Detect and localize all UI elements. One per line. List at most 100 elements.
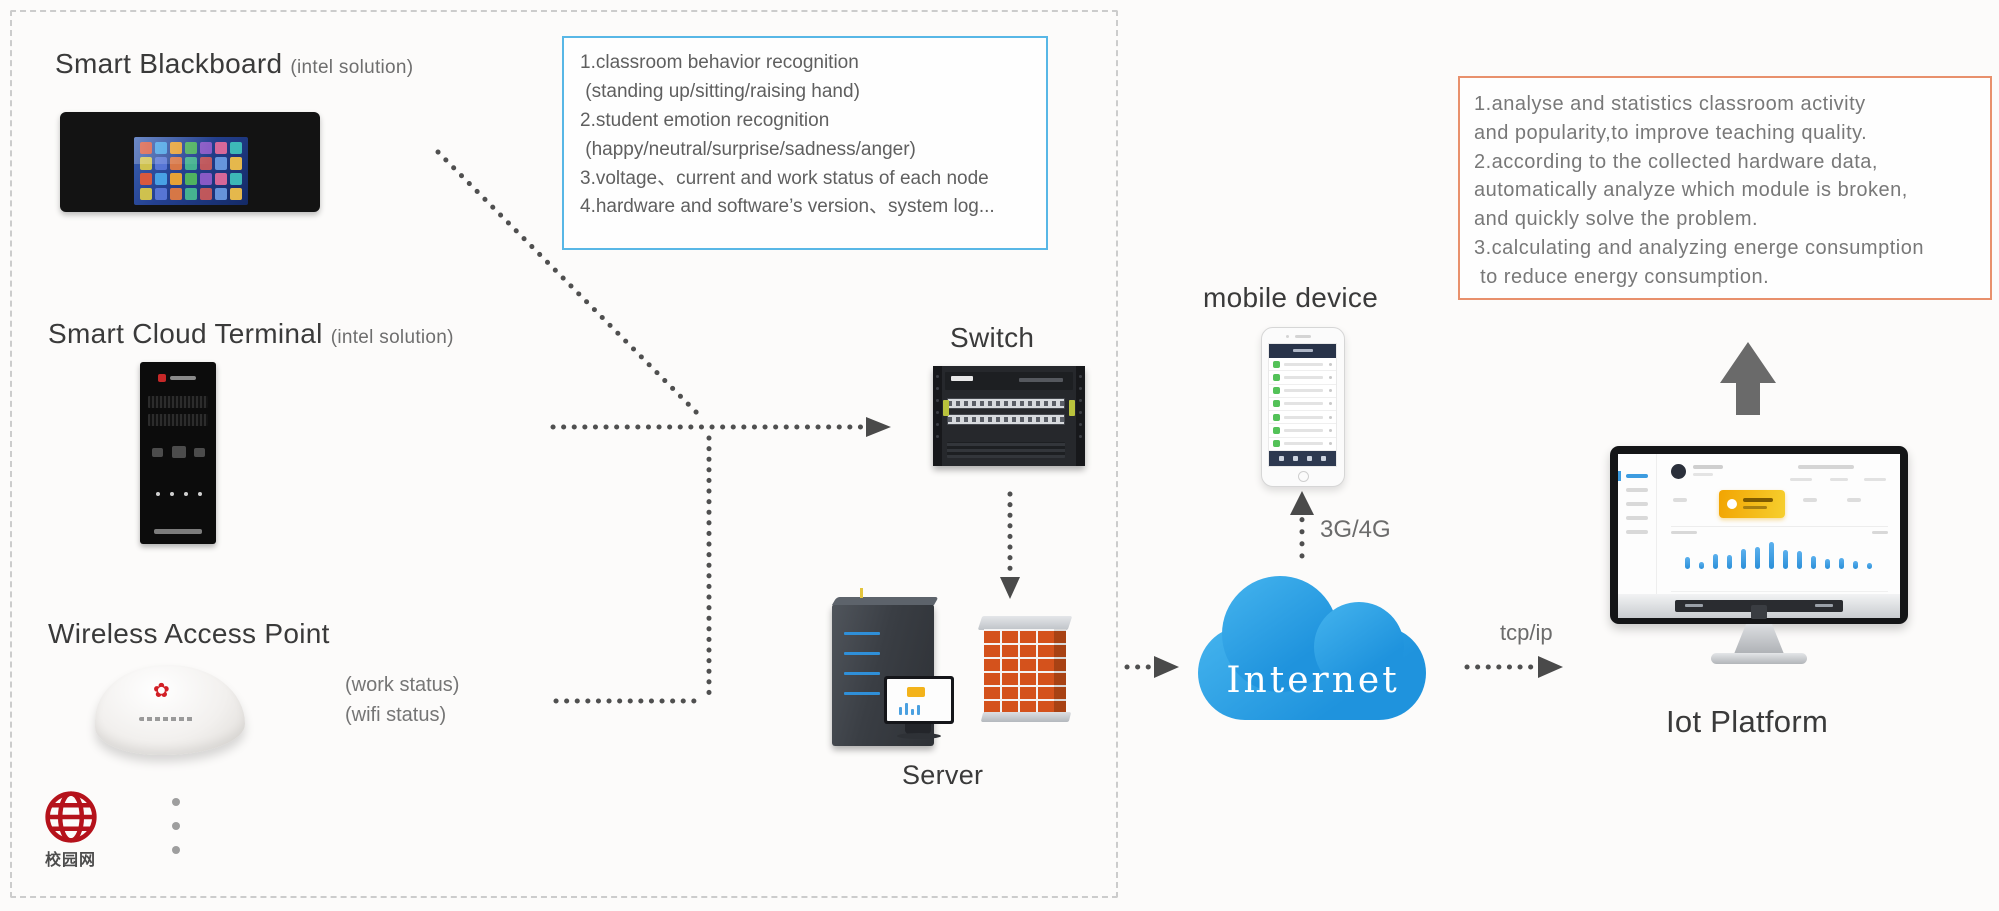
app-tile xyxy=(200,172,212,185)
monitor-base xyxy=(1711,653,1807,664)
iot-to-analysis-arrow xyxy=(1720,342,1776,415)
app-tile xyxy=(140,142,152,155)
firewall-side xyxy=(1054,629,1066,713)
blackboard-connector-line xyxy=(435,149,703,419)
feature-line: 1.classroom behavior recognition xyxy=(580,52,859,73)
app-tile xyxy=(155,142,167,155)
app-tile xyxy=(155,187,167,200)
app-tile xyxy=(155,172,167,185)
server-monitor-base xyxy=(897,733,941,739)
switch-vent xyxy=(947,442,1065,458)
server-antenna xyxy=(860,588,863,598)
app-tile xyxy=(215,142,227,155)
analysis-line: automatically analyze which module is br… xyxy=(1474,179,1908,202)
dashboard-main xyxy=(1657,454,1900,594)
feature-line: (happy/neutral/surprise/sadness/anger) xyxy=(580,138,916,160)
switch-faceplate xyxy=(945,372,1073,390)
mobile-device-label: mobile device xyxy=(1203,282,1379,313)
analysis-line: 1.analyse and statistics classroom activ… xyxy=(1474,93,1866,115)
server-led-slit xyxy=(844,672,880,675)
app-tile xyxy=(200,142,212,155)
app-tile xyxy=(200,157,212,170)
app-tile xyxy=(230,142,242,155)
feature-line: 2.student emotion recognition xyxy=(580,109,830,131)
switch-clip xyxy=(1069,400,1075,416)
smart-blackboard-title: Smart Blackboard(intel solution) xyxy=(55,48,413,80)
internet-label: Internet xyxy=(1226,660,1400,701)
chart-bar xyxy=(1713,553,1718,569)
phone-home-button xyxy=(1298,471,1309,482)
smart-blackboard-image xyxy=(60,112,320,212)
dashboard-avatar xyxy=(1671,464,1686,479)
server-monitor-image xyxy=(884,676,954,724)
phone-app-navbar xyxy=(1269,451,1336,466)
server-monitor-stand xyxy=(905,724,931,734)
classroom-boundary-box xyxy=(10,10,1118,898)
feature-line: 4.hardware and software’s version、system… xyxy=(580,196,995,218)
analysis-line: 3.calculating and analyzing energe consu… xyxy=(1474,236,1924,259)
chart-bar xyxy=(1839,557,1844,569)
analysis-line: 2.according to the collected hardware da… xyxy=(1474,150,1878,173)
arrowhead-to-iot xyxy=(1538,656,1563,678)
terminal-led xyxy=(184,492,188,496)
chart-bar xyxy=(1825,559,1830,569)
analysis-line: and quickly solve the problem. xyxy=(1474,208,1759,231)
mobile-phone-image xyxy=(1261,327,1345,487)
server-label: Server xyxy=(902,760,984,790)
iot-platform-label: Iot Platform xyxy=(1666,704,1829,739)
switch-port-row xyxy=(947,414,1065,425)
app-tile xyxy=(140,187,152,200)
phone-app-header xyxy=(1269,344,1336,358)
chart-bar xyxy=(1853,560,1858,569)
arrowhead-to-switch xyxy=(866,417,891,437)
tcp-ip-label: tcp/ip xyxy=(1500,620,1553,645)
smart-blackboard-label: Smart Blackboard xyxy=(55,48,283,79)
terminal-led xyxy=(198,492,202,496)
app-tile xyxy=(230,187,242,200)
ap-brand-icon: ✿ xyxy=(153,680,170,702)
smart-cloud-terminal-title: Smart Cloud Terminal(intel solution) xyxy=(48,318,454,350)
wireless-ap-title: Wireless Access Point xyxy=(48,618,330,650)
terminal-footer-text xyxy=(154,529,202,534)
analysis-line: and popularity,to improve teaching quali… xyxy=(1474,121,1868,144)
app-tile xyxy=(155,157,167,170)
wireless-ap-label: Wireless Access Point xyxy=(48,618,330,649)
terminal-led xyxy=(156,492,160,496)
terminal-led xyxy=(170,492,174,496)
chart-bar xyxy=(1811,555,1816,569)
phone-list-row xyxy=(1269,398,1336,412)
server-led-slit xyxy=(844,692,880,695)
blackboard-screen-sheen xyxy=(134,137,248,165)
switch-image xyxy=(933,366,1085,466)
chart-bar xyxy=(1783,549,1788,569)
node-features-box: 1.classroom behavior recognition (standi… xyxy=(562,36,1048,250)
firewall-image xyxy=(977,616,1073,724)
switch-clip xyxy=(943,400,949,416)
campus-network-label: 校园网 xyxy=(45,852,97,869)
blackboard-app-grid xyxy=(140,142,242,200)
app-tile xyxy=(230,157,242,170)
iot-platform-monitor xyxy=(1610,446,1908,624)
server-led-slit xyxy=(844,652,880,655)
app-tile xyxy=(170,172,182,185)
ap-brand-text xyxy=(139,717,195,721)
phone-list-row xyxy=(1269,385,1336,398)
switch-port-row xyxy=(947,398,1065,409)
3g-4g-label: 3G/4G xyxy=(1320,516,1391,543)
terminal-button xyxy=(194,448,205,457)
arrowhead-to-internet xyxy=(1154,656,1179,678)
app-tile xyxy=(170,187,182,200)
chart-bar xyxy=(1741,549,1746,569)
terminal-button xyxy=(172,446,186,458)
work-status-note: (work status) xyxy=(345,674,460,696)
app-tile xyxy=(185,187,197,200)
terminal-logo xyxy=(158,374,166,382)
phone-app-list xyxy=(1269,358,1336,451)
more-devices-ellipsis-dot xyxy=(172,846,180,854)
chart-bar xyxy=(1685,556,1690,569)
phone-speaker xyxy=(1295,335,1311,338)
app-tile xyxy=(230,172,242,185)
chart-bar xyxy=(1699,561,1704,569)
